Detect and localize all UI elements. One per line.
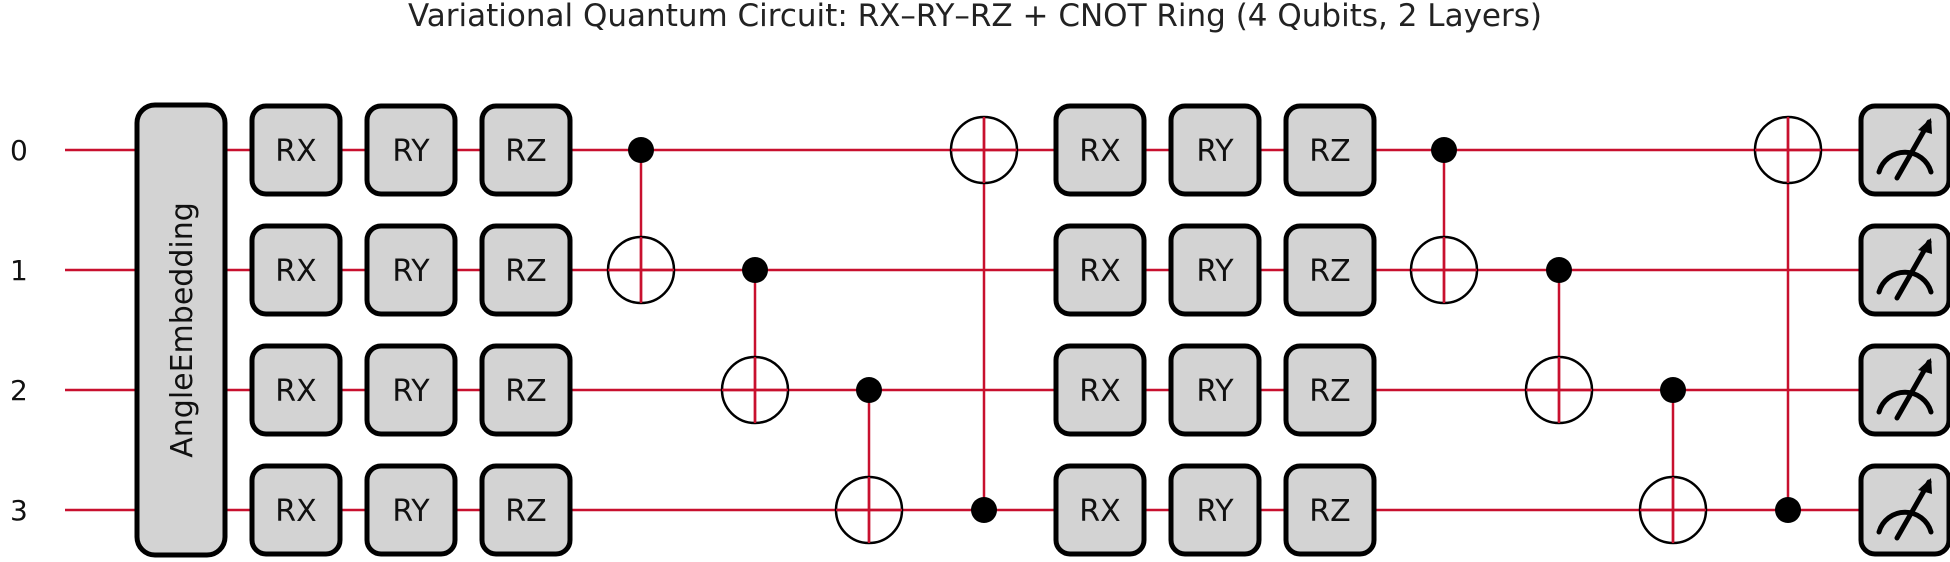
rotation-gate-rx	[1053, 103, 1147, 197]
rotation-gate-rx	[249, 223, 343, 317]
cnot-control-dot	[1546, 257, 1572, 283]
rotation-gate-label: RY	[392, 254, 430, 289]
rotation-gate-label: RX	[1079, 254, 1120, 289]
rotation-gate-label: RZ	[505, 254, 546, 289]
cnot-control-dot	[742, 257, 768, 283]
rotation-gate-ry	[364, 223, 458, 317]
meter-arrowhead	[1918, 238, 1932, 254]
rotation-gate-label: RX	[275, 374, 316, 409]
wire-label: 3	[10, 494, 28, 527]
measurement-meter-icon	[1858, 463, 1950, 557]
cnot-control-dot	[1660, 377, 1686, 403]
rotation-gate-label: RX	[275, 494, 316, 529]
rotation-gate-rz	[1283, 463, 1377, 557]
rotation-gate-rx	[1053, 223, 1147, 317]
rotation-gate-label: RY	[1196, 254, 1234, 289]
rotation-gate-rz	[1283, 343, 1377, 437]
rotation-gate-rx	[249, 463, 343, 557]
rotation-gate-ry	[364, 343, 458, 437]
meter-arc	[1876, 149, 1934, 175]
rotation-gate-ry	[1168, 223, 1262, 317]
wire-label: 1	[10, 254, 28, 287]
angle-embedding-block	[134, 102, 228, 558]
rotation-gate-ry	[364, 103, 458, 197]
rotation-gate-label: RX	[1079, 374, 1120, 409]
diagram-title: Variational Quantum Circuit: RX–RY–RZ + …	[408, 0, 1542, 34]
rotation-gate-label: RY	[1196, 374, 1234, 409]
rotation-gate-ry	[1168, 103, 1262, 197]
cnot-control-dot	[1775, 497, 1801, 523]
rotation-gate-ry	[1168, 343, 1262, 437]
rotation-gate-label: RZ	[1309, 374, 1350, 409]
measurement-meter-icon	[1858, 103, 1950, 197]
rotation-gate-ry	[364, 463, 458, 557]
cnot-control-dot	[971, 497, 997, 523]
meter-arrowhead	[1918, 478, 1932, 494]
meter-arc	[1876, 269, 1934, 295]
rotation-gate-label: RZ	[505, 374, 546, 409]
rotation-gate-label: RX	[275, 254, 316, 289]
rotation-gate-label: RY	[392, 134, 430, 169]
rotation-gate-label: RZ	[505, 494, 546, 529]
rotation-gate-rz	[479, 223, 573, 317]
rotation-gate-rz	[479, 463, 573, 557]
cnot-control-dot	[1431, 137, 1457, 163]
meter-arc	[1876, 509, 1934, 535]
meter-arc	[1876, 389, 1934, 415]
rotation-gate-rx	[1053, 343, 1147, 437]
rotation-gate-label: RZ	[1309, 494, 1350, 529]
rotation-gate-label: RY	[1196, 494, 1234, 529]
rotation-gate-rx	[249, 343, 343, 437]
rotation-gate-rx	[249, 103, 343, 197]
meter-arrowhead	[1918, 358, 1932, 374]
rotation-gate-ry	[1168, 463, 1262, 557]
operations-layer: AngleEmbeddingRXRXRXRXRYRYRYRYRZRZRZRZRX…	[134, 102, 1950, 558]
rotation-gate-label: RY	[392, 374, 430, 409]
rotation-gate-rz	[479, 103, 573, 197]
wire-label: 0	[10, 134, 28, 167]
cnot-control-dot	[628, 137, 654, 163]
measurement-meter-icon	[1858, 343, 1950, 437]
rotation-gate-label: RZ	[505, 134, 546, 169]
rotation-gate-label: RX	[1079, 134, 1120, 169]
rotation-gate-label: RX	[275, 134, 316, 169]
wire-label: 2	[10, 374, 28, 407]
rotation-gate-label: RY	[392, 494, 430, 529]
rotation-gate-rz	[1283, 223, 1377, 317]
rotation-gate-label: RY	[1196, 134, 1234, 169]
angle-embedding-label: AngleEmbedding	[165, 202, 200, 458]
rotation-gate-label: RZ	[1309, 134, 1350, 169]
rotation-gate-label: RZ	[1309, 254, 1350, 289]
rotation-gate-rz	[1283, 103, 1377, 197]
measurement-meter-icon	[1858, 223, 1950, 317]
rotation-gate-label: RX	[1079, 494, 1120, 529]
meter-arrowhead	[1918, 118, 1932, 134]
cnot-control-dot	[856, 377, 882, 403]
rotation-gate-rx	[1053, 463, 1147, 557]
rotation-gate-rz	[479, 343, 573, 437]
